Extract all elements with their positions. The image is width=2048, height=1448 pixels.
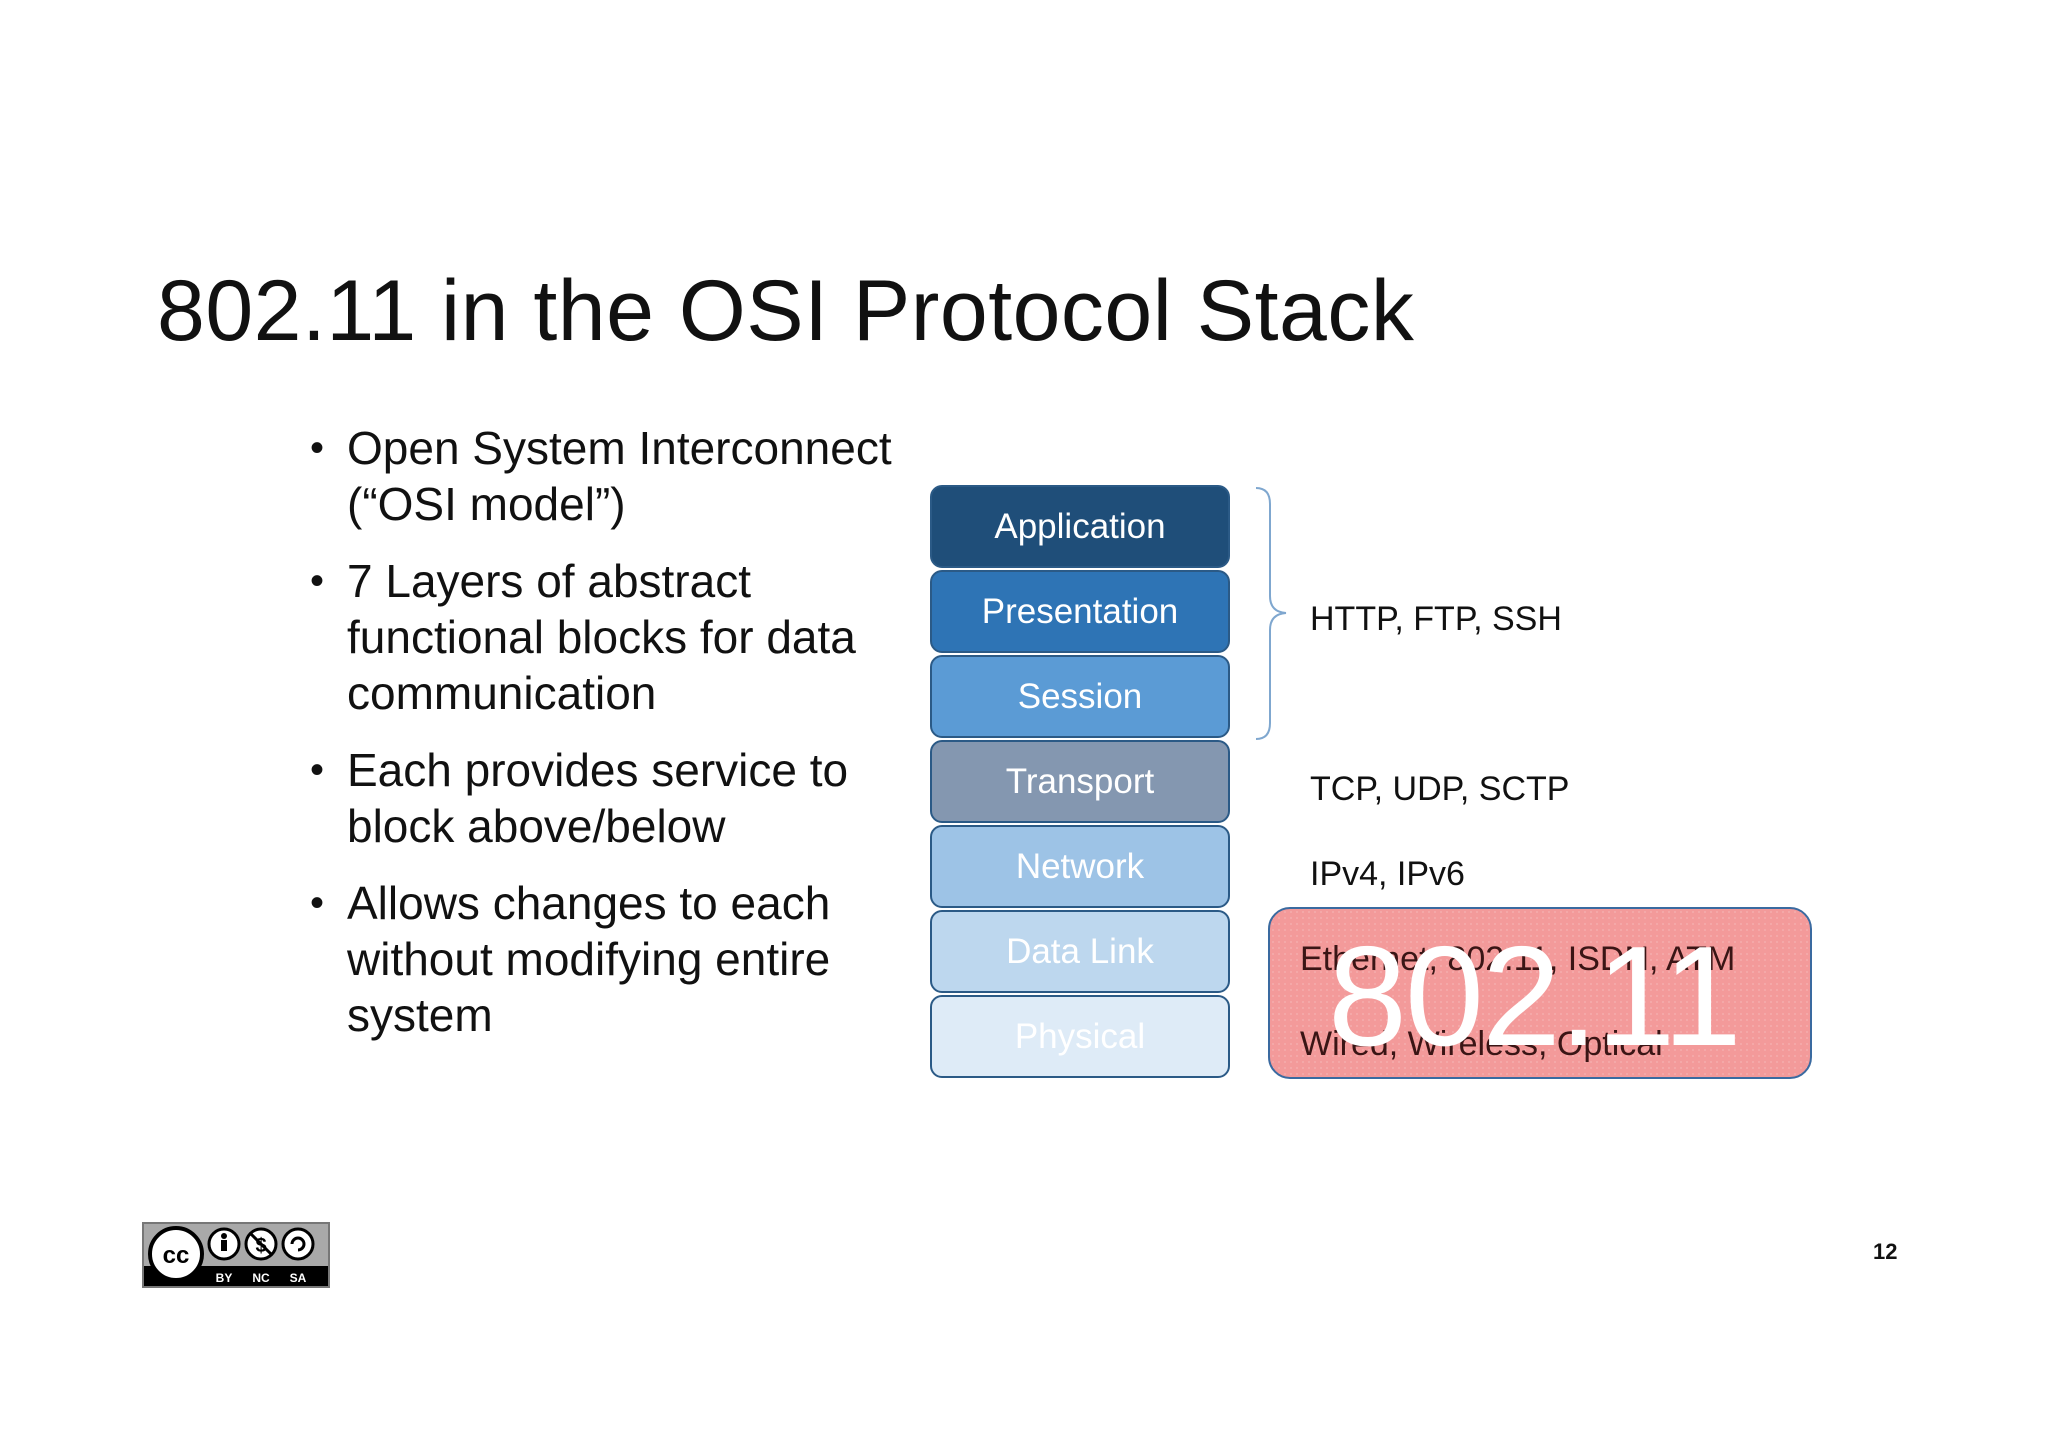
- layer-application: Application: [930, 485, 1230, 568]
- highlight-label: 802.11: [1328, 917, 1742, 1076]
- bullet-text: 7 Layers of abstract functional blocks f…: [347, 555, 856, 719]
- creative-commons-by-nc-sa-icon: cc $ BY NC SA: [142, 1222, 330, 1288]
- annotation-physical-media: Wired, Wireless, Optical: [1300, 1025, 1663, 1063]
- annotation-transport-protocols: TCP, UDP, SCTP: [1310, 770, 1570, 808]
- svg-text:cc: cc: [163, 1242, 190, 1269]
- license-badge-graphic: cc $ BY NC SA: [144, 1224, 328, 1285]
- layer-presentation: Presentation: [930, 570, 1230, 653]
- layer-session: Session: [930, 655, 1230, 738]
- slide-title: 802.11 in the OSI Protocol Stack: [157, 263, 1415, 359]
- license-sa-text: SA: [290, 1271, 307, 1285]
- layer-data-link: Data Link: [930, 910, 1230, 993]
- right-brace-icon: [1255, 487, 1287, 740]
- bullet-item: • 7 Layers of abstract functional blocks …: [305, 553, 905, 721]
- bullet-item: • Open System Interconnect (“OSI model”): [305, 420, 905, 532]
- annotation-application-protocols: HTTP, FTP, SSH: [1310, 600, 1562, 638]
- bullet-dot-icon: •: [310, 881, 325, 925]
- bullet-list: •Open System Interconnect (“OSI model”) …: [305, 420, 905, 1064]
- bullet-text: Allows changes to each without modifying…: [347, 877, 831, 1041]
- license-nc-text: NC: [252, 1271, 270, 1285]
- bullet-text: Each provides service to block above/bel…: [347, 744, 849, 852]
- license-by-text: BY: [216, 1271, 233, 1285]
- bullet-dot-icon: •: [310, 426, 325, 470]
- bullet-dot-icon: •: [310, 559, 325, 603]
- bullet-dot-icon: •: [310, 748, 325, 792]
- highlight-80211-box: [1268, 907, 1812, 1079]
- layer-physical: Physical: [930, 995, 1230, 1078]
- bullet-item: • Allows changes to each without modifyin…: [305, 875, 905, 1043]
- annotation-datalink-protocols: Ethernet, 802.11, ISDN, ATM: [1300, 940, 1736, 978]
- layer-network: Network: [930, 825, 1230, 908]
- page-number: 12: [1873, 1239, 1898, 1264]
- bullet-text: Open System Interconnect (“OSI model”): [347, 422, 892, 530]
- bullet-item: • Each provides service to block above/be…: [305, 742, 905, 854]
- layer-transport: Transport: [930, 740, 1230, 823]
- annotation-network-protocols: IPv4, IPv6: [1310, 855, 1465, 893]
